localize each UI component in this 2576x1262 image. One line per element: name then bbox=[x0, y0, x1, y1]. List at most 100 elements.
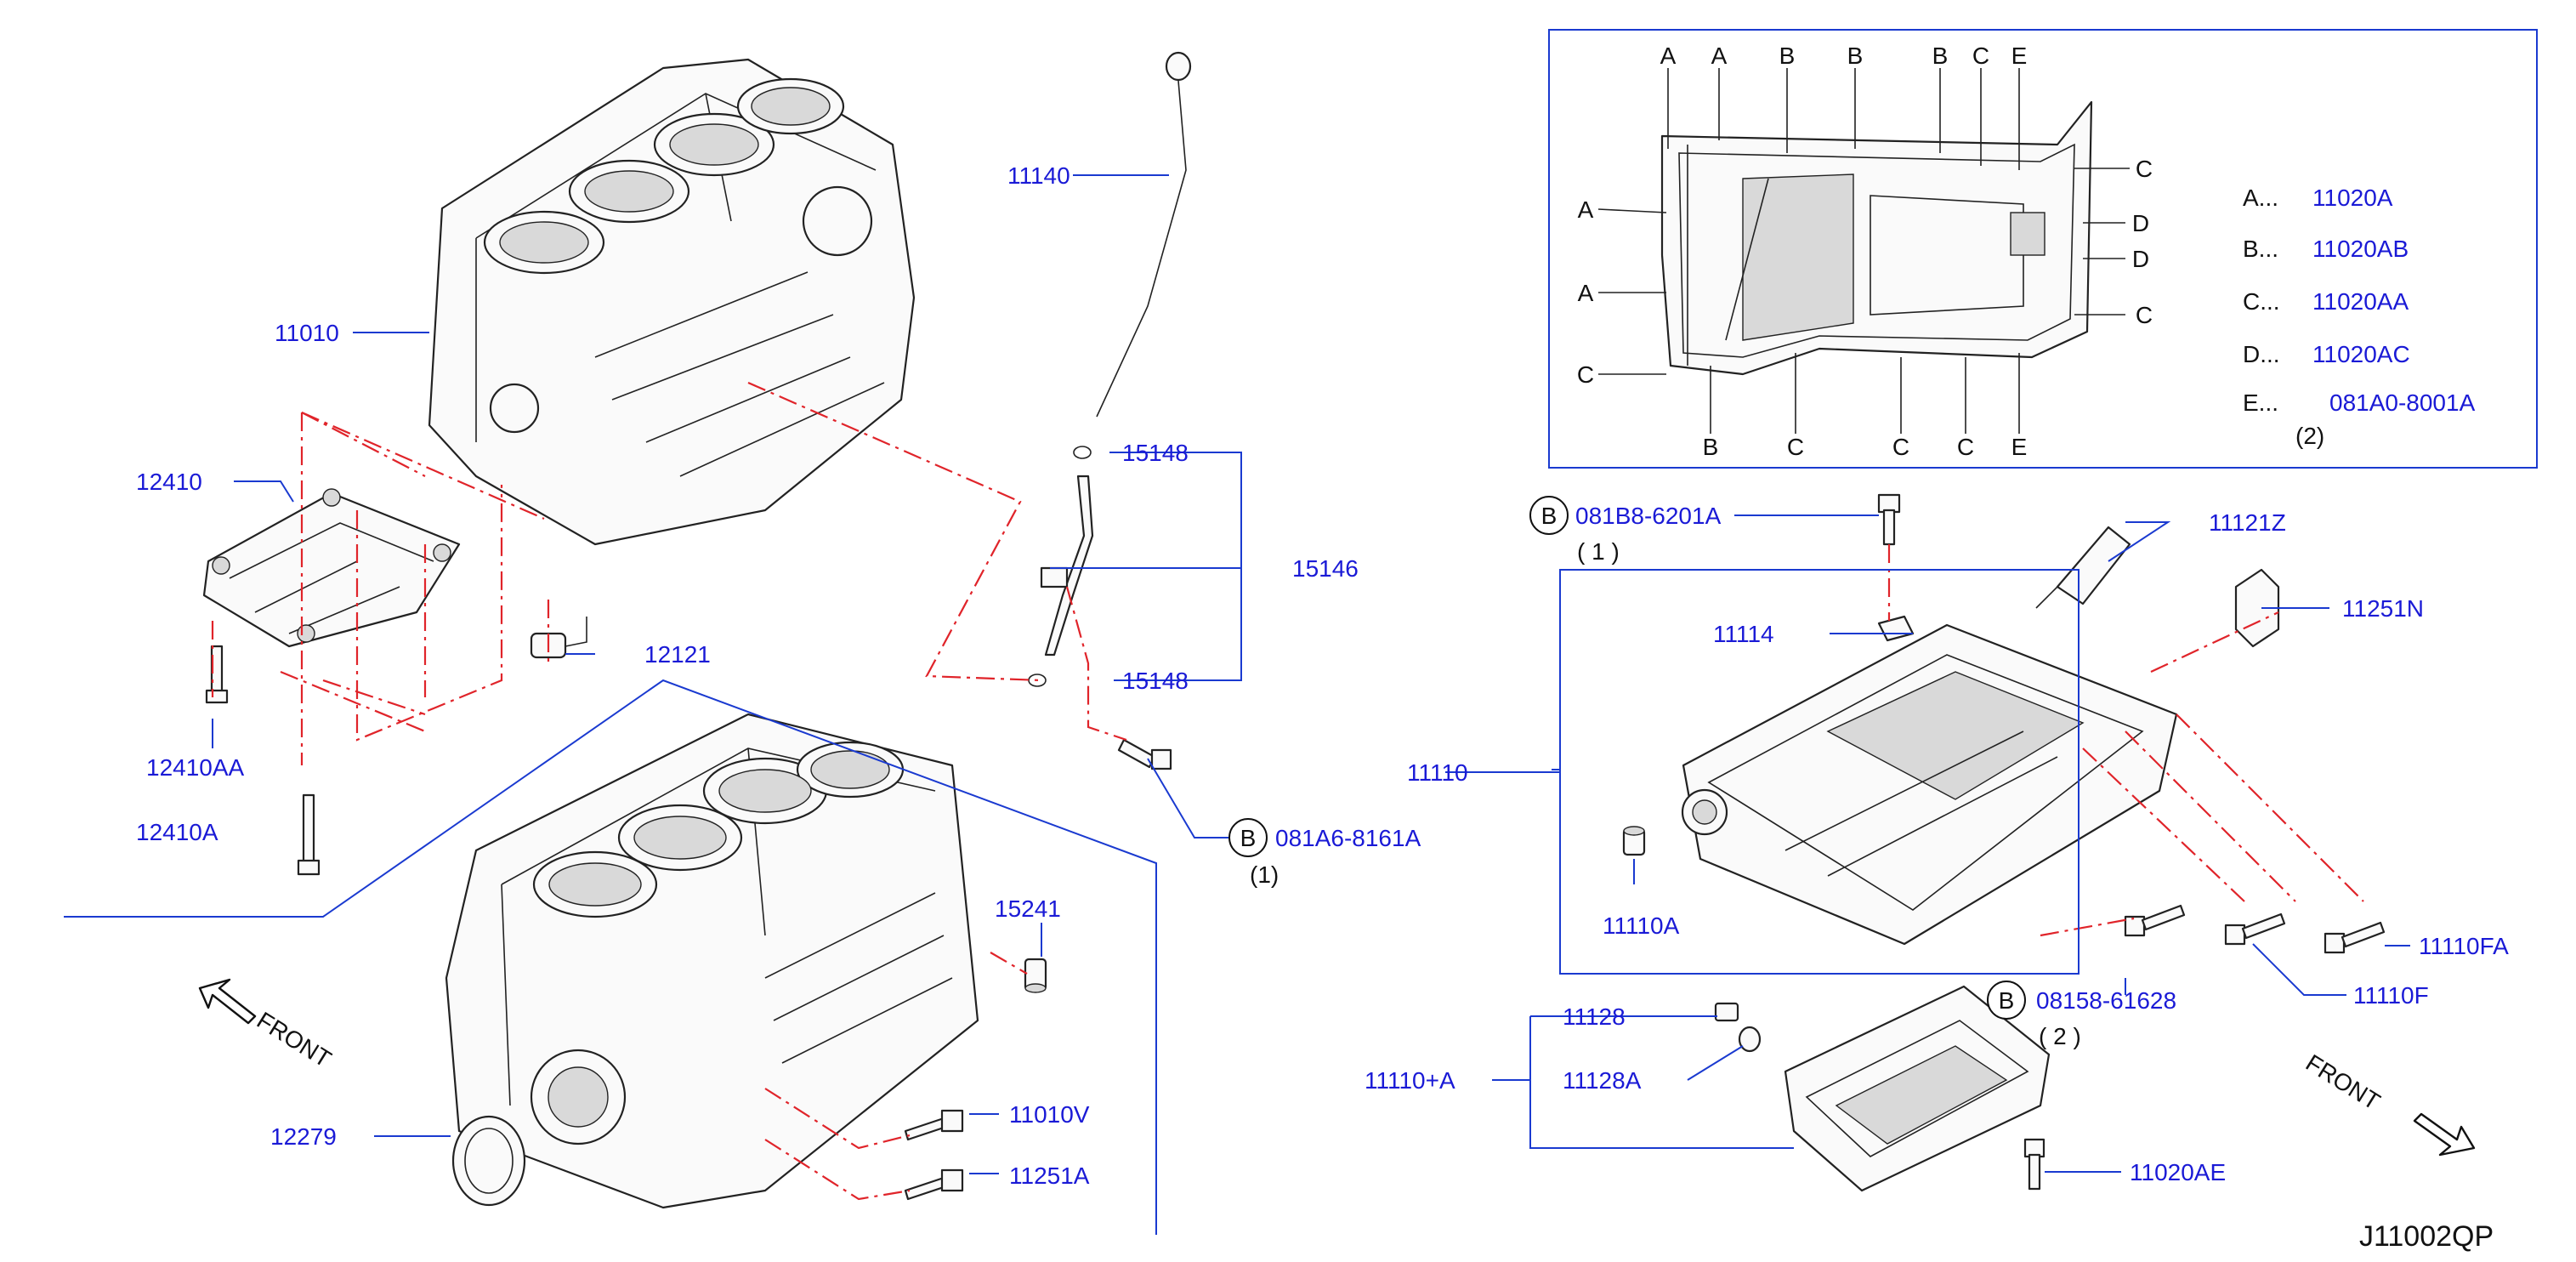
svg-text:C: C bbox=[1972, 43, 1989, 69]
callout-12410AA[interactable]: 12410AA bbox=[146, 754, 245, 781]
sealant-tube-drawing bbox=[2035, 526, 2131, 609]
callout-15241[interactable]: 15241 bbox=[995, 895, 1061, 922]
oil-pan-top-view-drawing bbox=[1660, 100, 2093, 376]
bracket-11114-drawing bbox=[1877, 615, 1915, 642]
legend-key-e: E... bbox=[2243, 389, 2278, 416]
callout-08158-61628[interactable]: 08158-61628 bbox=[2036, 987, 2176, 1014]
legend-part-e[interactable]: 081A0-8001A bbox=[2329, 389, 2476, 416]
bolt-081B8-drawing bbox=[1877, 493, 1901, 546]
qty-08158: ( 2 ) bbox=[2039, 1023, 2081, 1049]
svg-text:B: B bbox=[1999, 987, 2015, 1014]
callout-11020AE[interactable]: 11020AE bbox=[2130, 1159, 2226, 1185]
callout-081B8-6201A[interactable]: 081B8-6201A bbox=[1575, 503, 1722, 529]
inset-leader-lines bbox=[1597, 68, 2130, 434]
callout-12410A[interactable]: 12410A bbox=[136, 819, 218, 845]
sensor-drawing bbox=[530, 617, 587, 659]
svg-text:D: D bbox=[2132, 210, 2149, 236]
dowel-drawing bbox=[1622, 826, 1646, 856]
svg-text:C: C bbox=[1577, 361, 1594, 388]
legend-part-d[interactable]: 11020AC bbox=[2312, 341, 2410, 367]
front-arrow-right-icon bbox=[2413, 1112, 2476, 1157]
callout-15146[interactable]: 15146 bbox=[1292, 555, 1359, 582]
svg-text:B: B bbox=[1779, 43, 1796, 69]
svg-text:A: A bbox=[1578, 280, 1594, 306]
cylinder-block-upper-drawing bbox=[428, 58, 916, 546]
callout-11251A[interactable]: 11251A bbox=[1009, 1163, 1090, 1189]
svg-text:A: A bbox=[1578, 196, 1594, 223]
bolt-circle-marker-081B8: B bbox=[1529, 496, 1569, 535]
bolt-12410A-drawing bbox=[297, 793, 321, 876]
plug-drawing bbox=[1024, 958, 1047, 993]
bolt-11020AE-drawing bbox=[2023, 1138, 2045, 1191]
callout-11140[interactable]: 11140 bbox=[1007, 162, 1070, 189]
dipstick-drawing bbox=[1096, 51, 1192, 418]
svg-text:C: C bbox=[1892, 434, 1909, 460]
svg-text:A: A bbox=[1660, 43, 1677, 69]
svg-text:C: C bbox=[1787, 434, 1804, 460]
bolts-11110F-drawing bbox=[2124, 904, 2386, 954]
oil-pan-upper-drawing bbox=[1681, 623, 2178, 946]
legend-key-b: B... bbox=[2243, 236, 2278, 262]
qty-081A6: (1) bbox=[1250, 861, 1279, 888]
svg-text:B: B bbox=[1703, 434, 1719, 460]
svg-text:C: C bbox=[1957, 434, 1974, 460]
callout-11110FA[interactable]: 11110FA bbox=[2419, 933, 2509, 959]
callout-11010[interactable]: 11010 bbox=[275, 320, 339, 346]
diagram-code: J11002QP bbox=[2359, 1220, 2494, 1253]
svg-text:B: B bbox=[1932, 43, 1949, 69]
legend-part-a[interactable]: 11020A bbox=[2312, 185, 2393, 211]
callout-11251N[interactable]: 11251N bbox=[2342, 595, 2424, 622]
svg-text:D: D bbox=[2132, 246, 2149, 272]
legend-key-d: D... bbox=[2243, 341, 2280, 367]
callout-11110A[interactable]: 11110A bbox=[1603, 912, 1680, 939]
svg-text:B: B bbox=[1847, 43, 1864, 69]
svg-text:A: A bbox=[1711, 43, 1728, 69]
bolt-11010V-drawing bbox=[904, 1109, 964, 1141]
callout-11110F[interactable]: 11110F bbox=[2353, 982, 2429, 1009]
bolt-circle-marker-081A6: B bbox=[1228, 818, 1268, 857]
guide-tube-drawing bbox=[1028, 446, 1094, 687]
callout-11121Z[interactable]: 11121Z bbox=[2209, 509, 2286, 536]
inset-legend: A... 11020A B... 11020AB C... 11020AA D.… bbox=[2243, 185, 2476, 449]
callout-15148-upper[interactable]: 15148 bbox=[1122, 440, 1189, 466]
bolt-12410AA-drawing bbox=[205, 645, 229, 704]
callout-12121[interactable]: 12121 bbox=[644, 641, 711, 668]
svg-text:B: B bbox=[1541, 503, 1558, 529]
legend-key-c: C... bbox=[2243, 288, 2280, 315]
front-arrow-left-icon bbox=[198, 978, 257, 1025]
cylinder-block-lower-drawing bbox=[445, 713, 979, 1209]
inset-bottom-letters: B C C C E bbox=[1703, 434, 2028, 460]
callout-11110-plus-A[interactable]: 11110+A bbox=[1365, 1067, 1455, 1094]
oil-pan-lower-drawing bbox=[1784, 985, 2051, 1192]
svg-text:E: E bbox=[2011, 43, 2028, 69]
bearing-beam-drawing bbox=[202, 488, 461, 648]
inset-right-letters: C D D C bbox=[2132, 156, 2153, 328]
qty-081B8: ( 1 ) bbox=[1577, 538, 1620, 565]
front-label-left: FRONT bbox=[252, 1007, 336, 1072]
callout-12410[interactable]: 12410 bbox=[136, 469, 202, 495]
svg-text:E: E bbox=[2011, 434, 2028, 460]
svg-text:B: B bbox=[1240, 825, 1257, 851]
svg-text:C: C bbox=[2136, 302, 2153, 328]
callout-11128A[interactable]: 11128A bbox=[1563, 1067, 1642, 1094]
legend-part-b[interactable]: 11020AB bbox=[2312, 236, 2409, 262]
svg-text:C: C bbox=[2136, 156, 2153, 182]
drain-plug-drawing bbox=[1714, 1002, 1762, 1053]
legend-key-a: A... bbox=[2243, 185, 2278, 211]
inset-top-letters: A A B B B C E bbox=[1660, 43, 2028, 69]
callout-11128[interactable]: 11128 bbox=[1563, 1003, 1626, 1030]
callout-15148-lower[interactable]: 15148 bbox=[1122, 668, 1189, 694]
bolt-11251A-drawing bbox=[904, 1168, 964, 1201]
leader-lines bbox=[64, 29, 2538, 1235]
callout-081A6-8161A[interactable]: 081A6-8161A bbox=[1275, 825, 1421, 851]
assembly-guide-lines bbox=[211, 381, 2364, 1201]
callout-11010V[interactable]: 11010V bbox=[1009, 1101, 1090, 1128]
legend-qty: (2) bbox=[2295, 423, 2324, 449]
callout-11110[interactable]: 11110 bbox=[1407, 759, 1468, 786]
legend-part-c[interactable]: 11020AA bbox=[2312, 288, 2409, 315]
callout-11114[interactable]: 11114 bbox=[1713, 621, 1774, 647]
callout-12279[interactable]: 12279 bbox=[270, 1123, 337, 1150]
front-label-right: FRONT bbox=[2301, 1049, 2385, 1115]
part-callouts: 11140 11010 12410 12410AA 12410A 12121 1… bbox=[136, 162, 2509, 1189]
